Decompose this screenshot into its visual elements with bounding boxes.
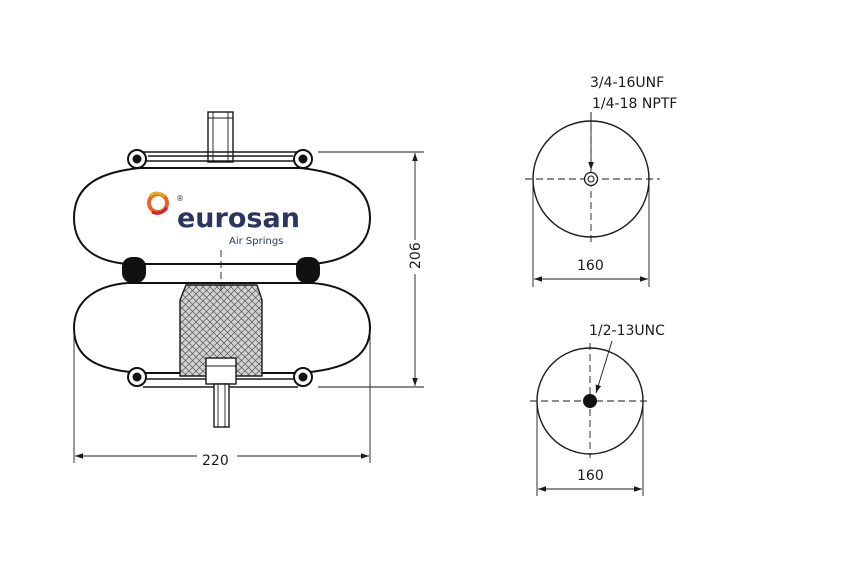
top-fitting [583,171,599,187]
bumper [179,284,263,377]
height-dimension: 206 [318,151,424,388]
top-view: 3/4-16UNF 1/4-18 NPTF 160 [525,75,677,287]
bottom-stud [205,357,237,428]
flame-logo-icon [147,191,169,215]
top-stud [207,111,234,163]
width-dimension: 220 [73,328,371,469]
registered-mark: ® [176,194,184,203]
brand-name: eurosan [177,203,300,234]
top-thread-label-2: 1/4-18 NPTF [592,96,677,112]
bottom-diameter-dimension: 160 [536,404,644,496]
brand-tagline: Air Springs [229,236,283,247]
bottom-diameter-label: 160 [577,468,604,484]
top-thread-label-1: 3/4-16UNF [590,75,664,91]
height-dimension-label: 206 [408,242,424,269]
bottom-stud-hole [583,394,597,408]
top-diameter-label: 160 [577,258,604,274]
side-view: ® eurosan Air Springs 220 206 [72,111,424,469]
width-dimension-label: 220 [202,453,229,469]
bottom-view: 1/2-13UNC 160 [530,323,665,496]
brand-logo: ® eurosan Air Springs [147,191,300,247]
girdle-ring [122,257,320,283]
top-diameter-dimension: 160 [532,182,650,287]
bottom-thread-label: 1/2-13UNC [589,323,665,339]
